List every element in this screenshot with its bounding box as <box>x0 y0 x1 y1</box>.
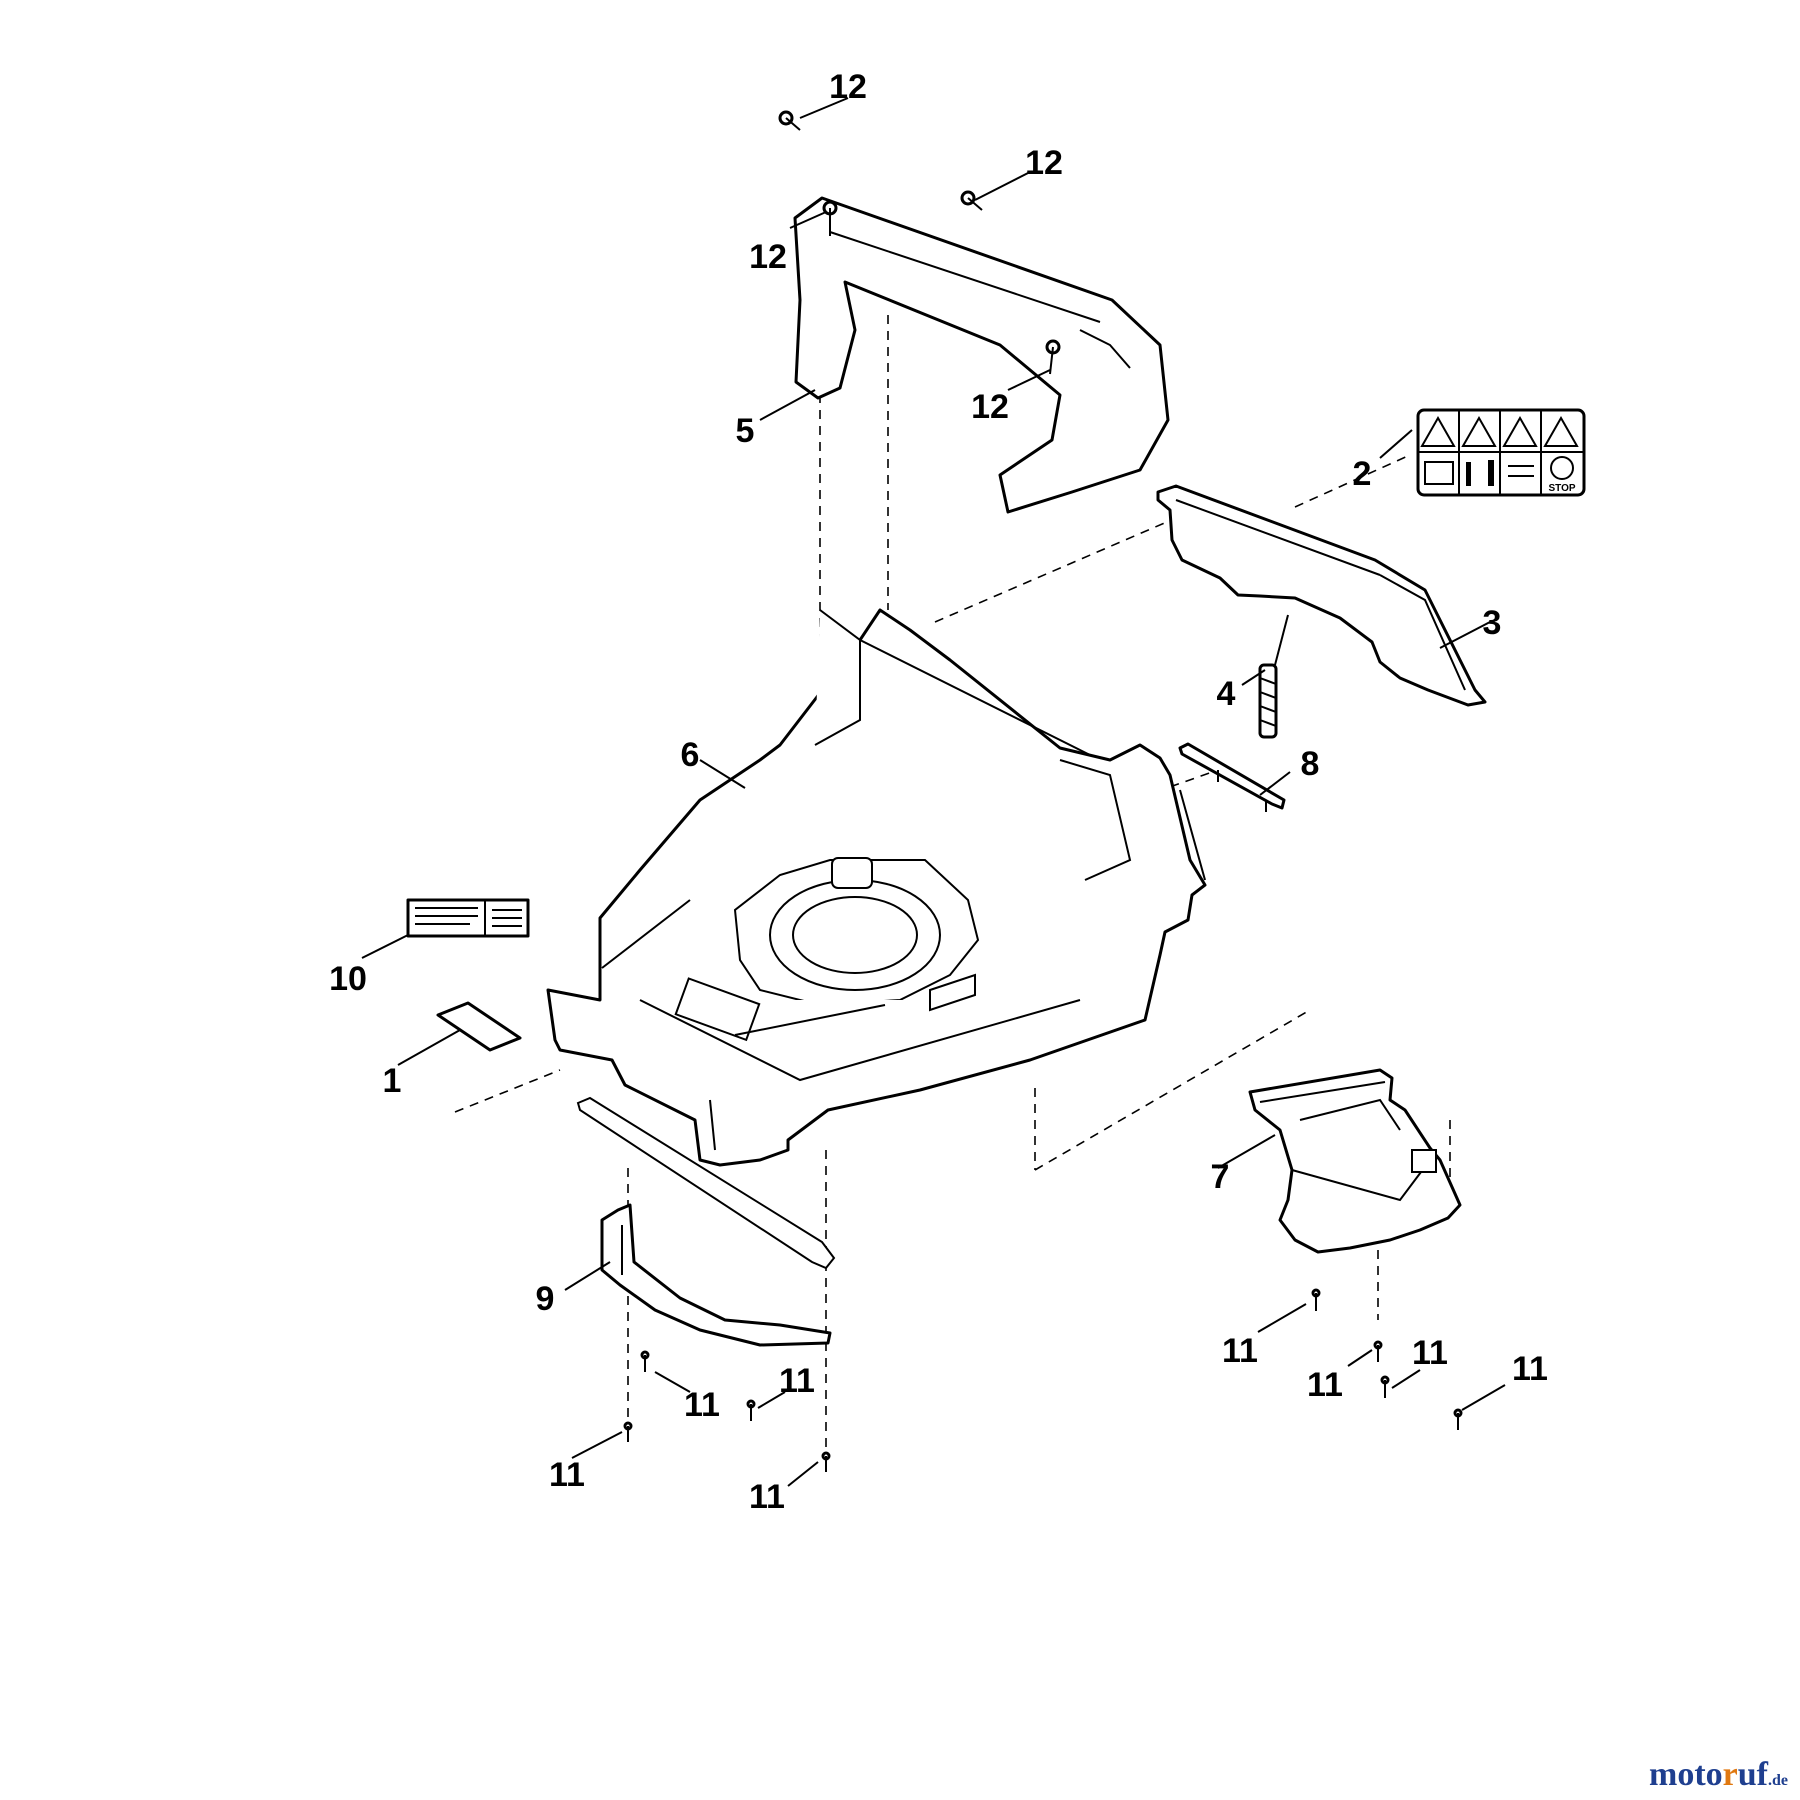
part-8-hinge-rod <box>1178 742 1286 812</box>
warning-triangle-icon <box>1420 415 1579 447</box>
stop-icon: STOP <box>1548 456 1576 494</box>
callout-11: 11 <box>1307 1366 1343 1404</box>
callout-3: 3 <box>1483 604 1502 642</box>
part-1-small-label <box>436 1001 522 1052</box>
callout-12: 12 <box>829 68 867 106</box>
screw-11a <box>640 1350 650 1372</box>
callout-2: 2 <box>1353 455 1372 493</box>
part-2-warning-label: STOP <box>1416 408 1586 497</box>
part-6-deck <box>546 608 1207 1167</box>
manual-icon <box>1424 461 1454 485</box>
callout-10: 10 <box>329 960 367 998</box>
screw-11b <box>746 1399 756 1421</box>
screw-12a <box>778 110 801 131</box>
screw-11f <box>1373 1340 1383 1362</box>
brand-main: moto <box>1649 1756 1723 1793</box>
callout-5: 5 <box>736 412 755 450</box>
callout-11: 11 <box>779 1362 815 1400</box>
part-5-handle <box>793 196 1170 514</box>
part-12-screws <box>778 110 1061 375</box>
part-10-data-plate <box>406 898 530 938</box>
callout-11: 11 <box>684 1386 720 1424</box>
screw-11d <box>821 1451 831 1472</box>
callout-9: 9 <box>536 1280 555 1318</box>
part-7-discharge-chute <box>1248 1068 1462 1254</box>
distance-icon <box>1466 460 1494 486</box>
screw-12b <box>822 200 838 236</box>
screw-12d <box>1045 339 1061 375</box>
callout-11: 11 <box>549 1456 585 1494</box>
part-11-screws <box>623 1288 1463 1472</box>
part-3-rear-flap <box>1156 484 1487 707</box>
leader-lines <box>361 97 1506 1487</box>
screw-11e <box>1311 1288 1321 1311</box>
callout-11: 11 <box>749 1478 785 1516</box>
screw-11g <box>1380 1375 1390 1398</box>
callout-1: 1 <box>383 1062 402 1100</box>
callout-11: 11 <box>1222 1332 1258 1370</box>
brand-accent: r <box>1722 1756 1738 1793</box>
part-9-front-bracket <box>576 1096 836 1347</box>
callout-4: 4 <box>1217 675 1236 713</box>
stop-text: STOP <box>1548 483 1575 494</box>
brand-rest: uf <box>1737 1756 1768 1793</box>
callout-7: 7 <box>1211 1158 1230 1196</box>
callout-12: 12 <box>971 388 1009 426</box>
callout-11: 11 <box>1512 1350 1548 1388</box>
screw-11c <box>623 1421 633 1442</box>
hazard-icon <box>1508 465 1534 477</box>
screw-12c <box>960 190 983 211</box>
callouts: 12 12 12 12 5 2 3 4 8 6 10 1 7 9 11 11 1… <box>329 68 1548 1516</box>
part-4-spring <box>1258 614 1289 739</box>
callout-6: 6 <box>681 736 700 774</box>
brand-tld: .de <box>1768 1772 1788 1789</box>
screw-11h <box>1453 1408 1463 1430</box>
brand-logo[interactable]: motoruf.de <box>1649 1756 1788 1794</box>
callout-11: 11 <box>1412 1334 1448 1372</box>
callout-12: 12 <box>1025 144 1063 182</box>
callout-8: 8 <box>1301 745 1320 783</box>
callout-12: 12 <box>749 238 787 276</box>
